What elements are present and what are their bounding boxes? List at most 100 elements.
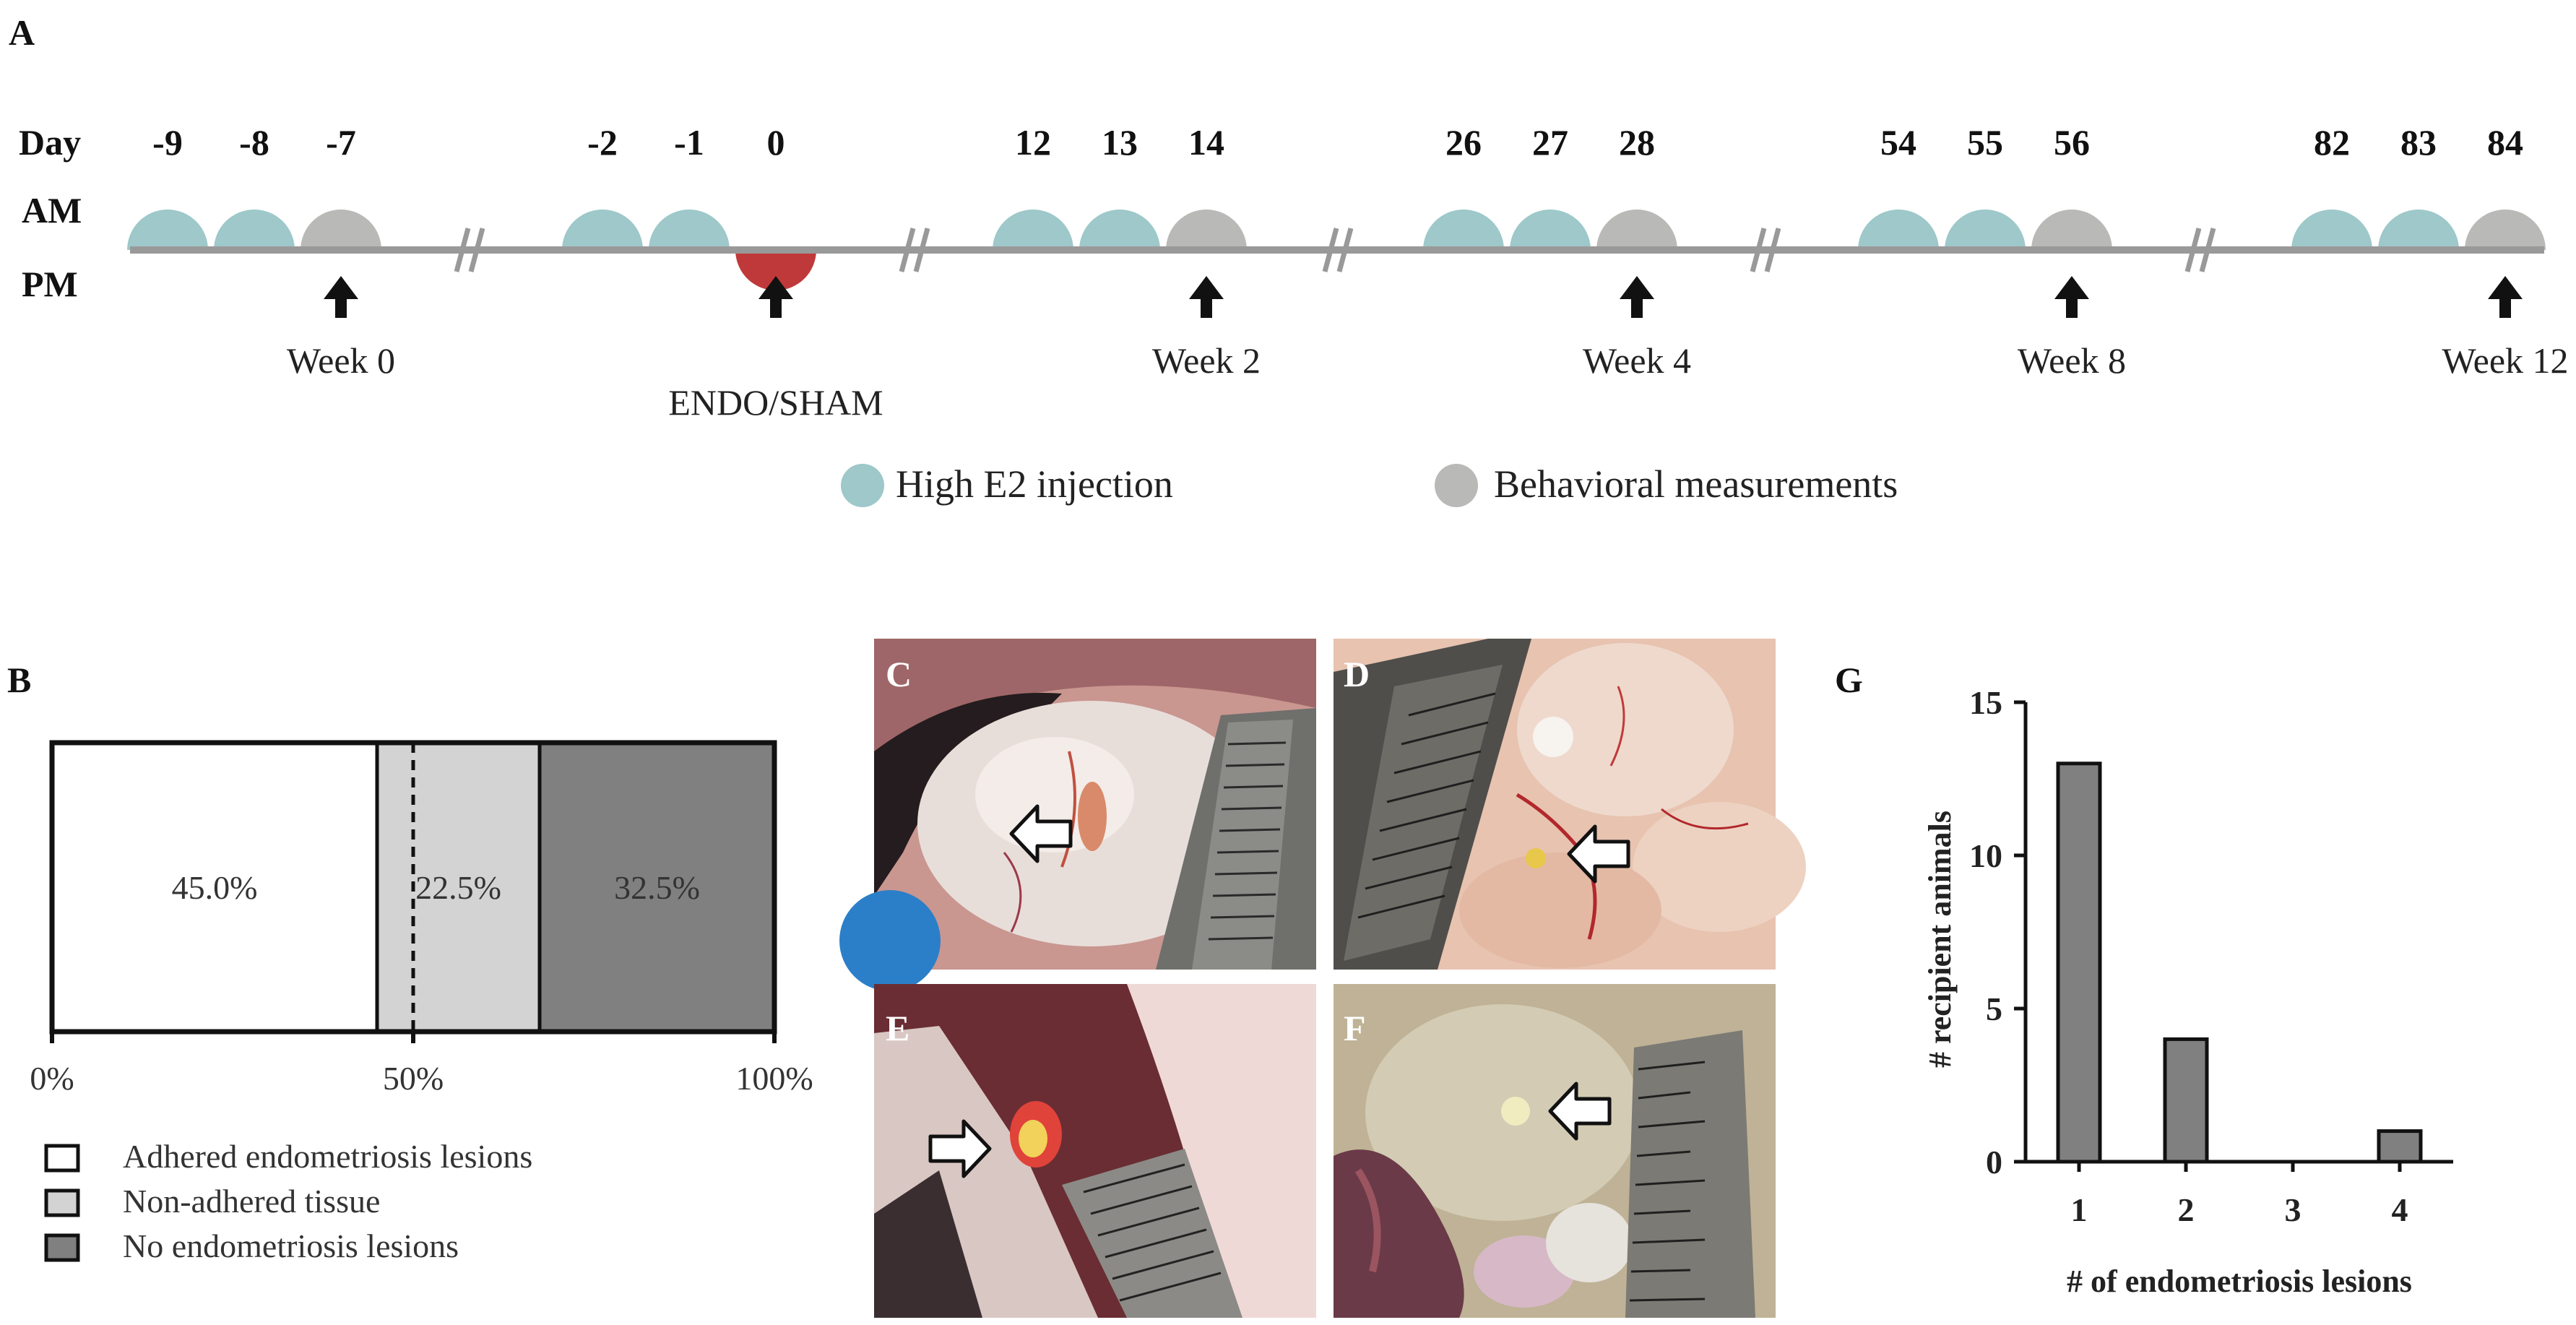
day-label: 27: [1532, 122, 1568, 163]
day-label: 28: [1619, 122, 1655, 163]
timeline-arrow-icon: [324, 276, 358, 318]
day-label: -2: [587, 122, 618, 163]
photo-e: E: [874, 984, 1316, 1318]
bars: [2056, 761, 2423, 1164]
legend-label: Adhered endometriosis lesions: [123, 1138, 532, 1175]
e2-injection-marker: [2378, 210, 2459, 250]
y-tick-label: 10: [1969, 837, 2002, 874]
e2-injection-marker: [649, 210, 730, 250]
photo-d: D: [1334, 639, 1806, 970]
timeline-arrow-icon: [1620, 276, 1654, 318]
surgery-marker: [735, 250, 816, 290]
panel-label-e: E: [886, 1008, 909, 1048]
x-tick-label: 1: [2071, 1191, 2088, 1228]
day-label: 83: [2400, 122, 2437, 163]
legend-label: Non-adhered tissue: [123, 1183, 380, 1220]
timeline-arrow-label: Week 4: [1583, 340, 1691, 381]
panel-label-d: D: [1344, 654, 1370, 694]
row-label-pm: PM: [22, 264, 78, 304]
day-label: -9: [152, 122, 183, 163]
e2-injection-marker: [1079, 210, 1160, 250]
x-tick-label: 50%: [383, 1060, 444, 1097]
legend-label: No endometriosis lesions: [123, 1227, 459, 1264]
row-label-am: AM: [22, 190, 82, 230]
day-label: -1: [674, 122, 704, 163]
bar: [2056, 761, 2102, 1164]
e2-injection-marker: [1945, 210, 2026, 250]
legend-behavior-swatch: [1435, 464, 1478, 507]
x-axis: 0% 50% 100%: [30, 1030, 813, 1097]
legend-swatch: [44, 1188, 80, 1217]
panel-label-g: G: [1835, 660, 1863, 700]
panel-label-f: F: [1344, 1008, 1366, 1048]
x-tick-label: 3: [2285, 1191, 2301, 1228]
day-label: 26: [1445, 122, 1482, 163]
timeline-arrow-icon: [1189, 276, 1224, 318]
bar: [2163, 1037, 2209, 1164]
panel-label-c: C: [886, 654, 912, 694]
day-label: 0: [767, 122, 785, 163]
timeline-arrow-icon: [2054, 276, 2089, 318]
timeline-arrow-label: Week 8: [2018, 340, 2126, 381]
bar-segment: [375, 741, 542, 1034]
segment-value-label: 22.5%: [415, 869, 501, 906]
day-label: -8: [239, 122, 269, 163]
panel-label-b: B: [7, 660, 31, 700]
timeline-break-mark: [1322, 228, 1354, 272]
photo-f: F: [1334, 984, 1776, 1318]
y-tick-label: 5: [1986, 990, 2002, 1027]
x-tick-label: 4: [2392, 1191, 2408, 1228]
day-label: 54: [1880, 122, 1916, 163]
behavior-marker: [2465, 210, 2546, 250]
day-label: 12: [1015, 122, 1051, 163]
timeline-break-mark: [899, 228, 930, 272]
day-label: 56: [2054, 122, 2090, 163]
day-label: 13: [1102, 122, 1138, 163]
bar-segment: [537, 741, 777, 1034]
timeline-arrow-label: ENDO/SHAM: [668, 382, 883, 423]
timeline-arrow-label: Week 0: [287, 340, 395, 381]
day-label: 82: [2314, 122, 2350, 163]
e2-injection-marker: [993, 210, 1073, 250]
legend-e2-label: High E2 injection: [896, 462, 1173, 506]
bar: [2377, 1129, 2423, 1164]
day-label: -7: [326, 122, 356, 163]
legend-swatch: [44, 1144, 80, 1173]
behavior-marker: [1596, 210, 1677, 250]
legend-b: Adhered endometriosis lesionsNon-adhered…: [44, 1138, 532, 1264]
timeline-breaks: [454, 228, 2216, 272]
e2-injection-marker: [1858, 210, 1939, 250]
row-label-day: Day: [19, 122, 81, 163]
e2-injection-marker: [562, 210, 643, 250]
segment-labels: 45.0% 22.5% 32.5%: [172, 869, 700, 906]
behavior-marker: [2031, 210, 2112, 250]
x-tick-label: 100%: [735, 1060, 813, 1097]
behavior-marker: [301, 210, 381, 250]
day-label: 55: [1967, 122, 2003, 163]
segment-value-label: 32.5%: [614, 869, 700, 906]
y-tick-label: 15: [1969, 684, 2002, 721]
chart-b: 45.0% 22.5% 32.5% 0% 50% 100% Adhered endome…: [30, 740, 813, 1264]
e2-injection-marker: [1423, 210, 1504, 250]
segment-value-label: 45.0%: [172, 869, 258, 906]
timeline-arrow-label: Week 12: [2442, 340, 2568, 381]
day-label: 84: [2487, 122, 2523, 163]
y-axis-label: # recipient animals: [1922, 811, 1958, 1068]
legend-behavior-label: Behavioral measurements: [1494, 462, 1898, 506]
e2-injection-marker: [1510, 210, 1591, 250]
photo-c: C: [839, 639, 1316, 991]
x-tick-label: 0%: [30, 1060, 74, 1097]
e2-injection-marker: [127, 210, 208, 250]
timeline-arrow-icon: [758, 276, 793, 318]
stacked-bar: [50, 741, 777, 1034]
x-axis-label: # of endometriosis lesions: [2067, 1264, 2412, 1299]
y-tick-label: 0: [1986, 1144, 2002, 1181]
timeline-break-mark: [1750, 228, 1781, 272]
legend-e2-swatch: [841, 464, 884, 507]
timeline-arrow-icon: [2488, 276, 2523, 318]
timeline-event-markers: [127, 210, 2546, 290]
